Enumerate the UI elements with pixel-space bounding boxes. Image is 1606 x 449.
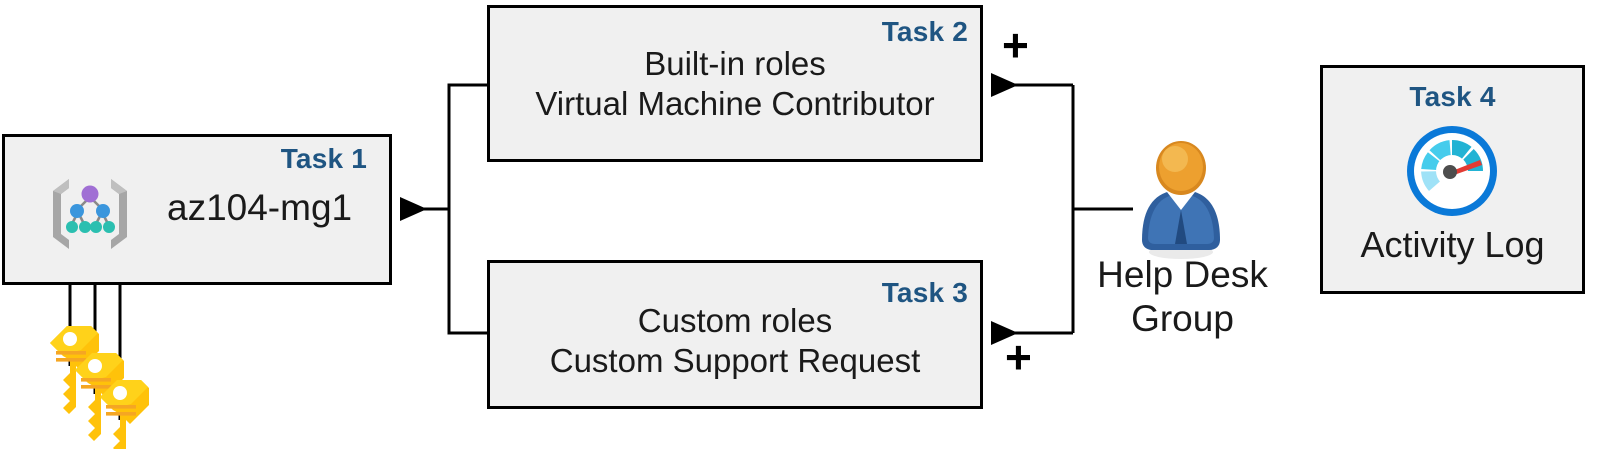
task-1-box[interactable]: Task 1 az104-mg1 — [2, 134, 392, 285]
task-2-line-1: Built-in roles — [644, 45, 826, 82]
task-3-line-2: Custom Support Request — [549, 342, 921, 380]
task-4-caption: Activity Log — [1360, 224, 1545, 265]
plus-operator-bottom: + — [1005, 331, 1032, 383]
task-3-tag: Task 3 — [881, 277, 968, 308]
key-2-icon — [75, 353, 124, 441]
key-1-icon — [50, 326, 99, 414]
management-group-name: az104-mg1 — [167, 187, 353, 228]
plus-operator-top: + — [1002, 19, 1029, 71]
user-group-icon — [1142, 141, 1220, 259]
management-group-icon — [53, 179, 127, 249]
task-2-body: Built-in roles Virtual Machine Contribut… — [490, 44, 980, 125]
key-3-icon — [100, 380, 149, 449]
task-3-box[interactable]: Task 3 Custom roles Custom Support Reque… — [487, 260, 983, 409]
task-1-tag: Task 1 — [280, 143, 367, 174]
task-3-body: Custom roles Custom Support Request — [490, 301, 980, 382]
keys-icon — [50, 326, 149, 449]
task-4-tag: Task 4 — [1409, 81, 1496, 112]
task-2-line-2: Virtual Machine Contributor — [535, 85, 935, 123]
actor-caption: Help Desk Group — [1075, 253, 1290, 340]
activity-log-gauge-icon — [1407, 126, 1497, 216]
task-3-line-1: Custom roles — [637, 302, 833, 339]
role-to-scope-connector — [400, 83, 487, 335]
task-2-box[interactable]: Task 2 Built-in roles Virtual Machine Co… — [487, 5, 983, 162]
task-2-tag: Task 2 — [881, 16, 968, 47]
actor-caption-line-2: Group — [1131, 297, 1234, 339]
group-to-role-connector — [991, 73, 1133, 345]
actor-caption-line-1: Help Desk — [1097, 254, 1268, 295]
